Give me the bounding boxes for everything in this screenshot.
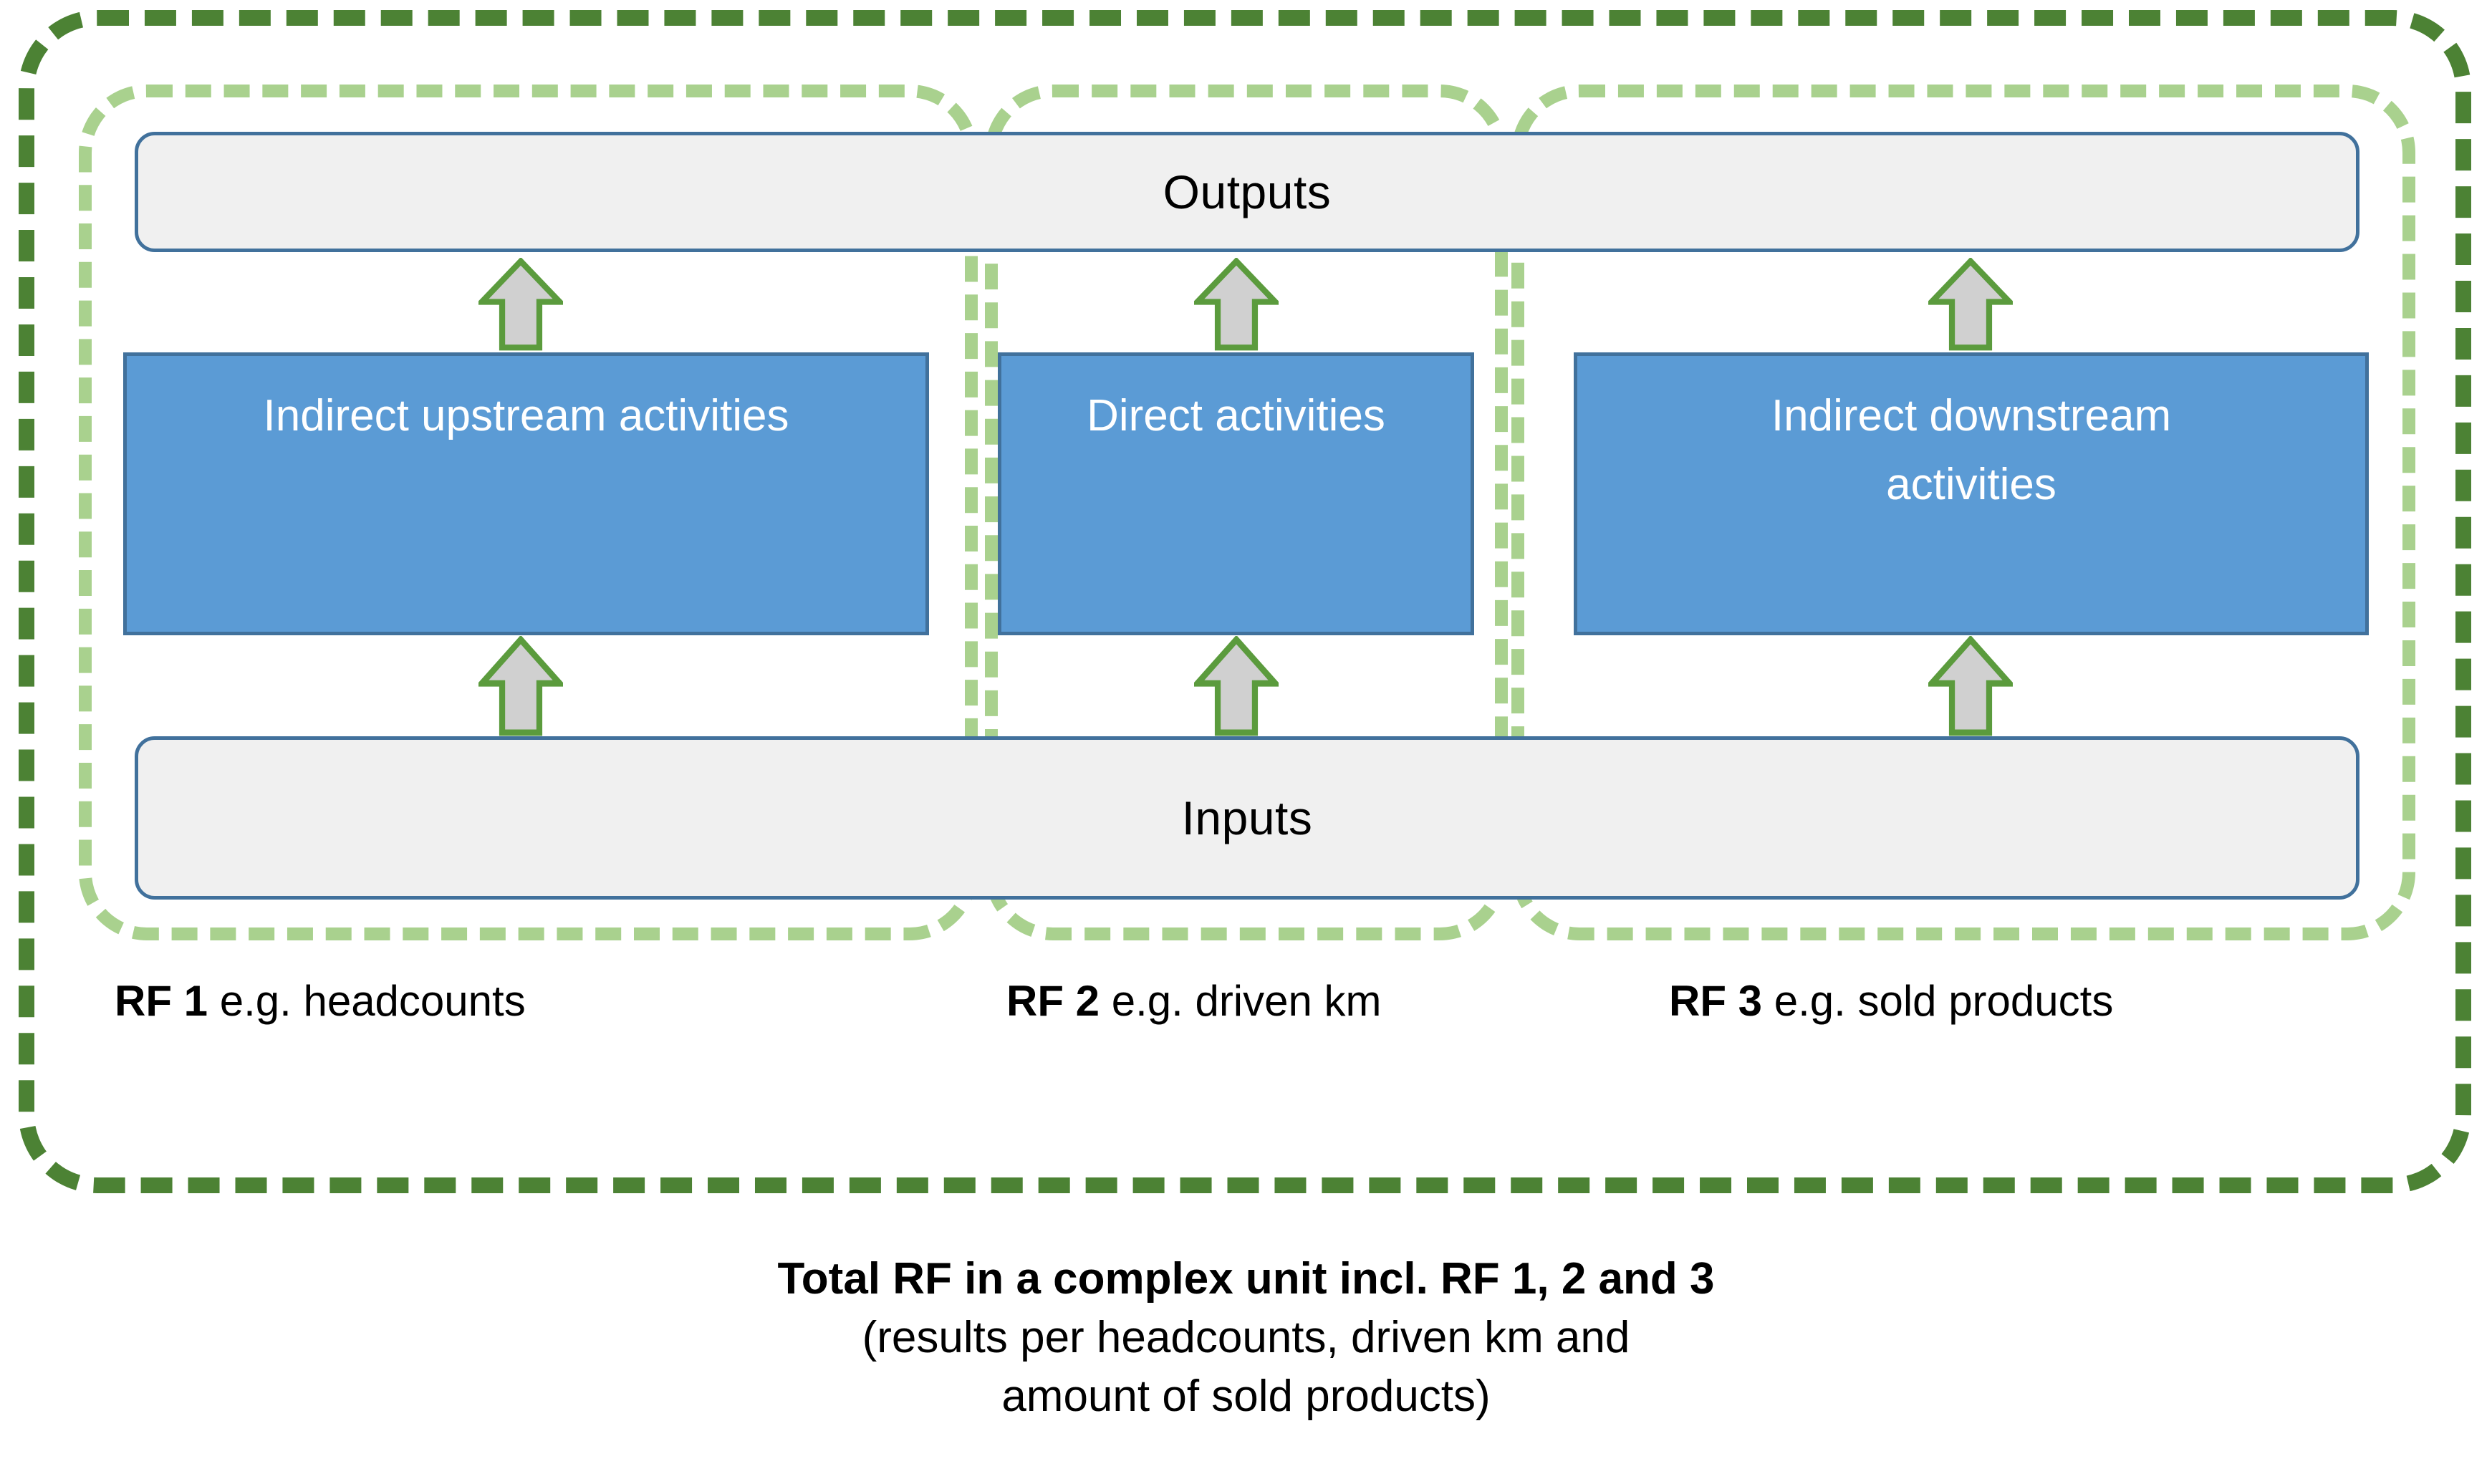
activity-label-indirect-downstream: Indirect downstream activities [1771, 391, 2172, 510]
up-arrow-icon-rf2-to-outputs [1194, 258, 1279, 351]
up-arrow-icon-inputs-to-rf1 [478, 636, 563, 736]
rf-caption-3: RF 3 e.g. sold products [1669, 980, 2113, 1023]
total-caption-line-3: amount of sold products) [1001, 1371, 1491, 1421]
total-rf-boundary [19, 10, 2471, 1193]
scope-boundary-rf1 [79, 85, 978, 940]
total-caption-line-1: Total RF in a complex unit incl. RF 1, 2… [777, 1254, 1715, 1304]
inputs-label: Inputs [1181, 791, 1313, 844]
activity-label-indirect-upstream: Indirect upstream activities [263, 391, 789, 440]
activity-box-indirect-downstream: Indirect downstream activities [1574, 352, 2369, 635]
scope-boundary-rf3 [1511, 85, 2415, 940]
outputs-band: Outputs [135, 132, 2359, 252]
inputs-band: Inputs [135, 736, 2359, 900]
rf-caption-3-value: e.g. sold products [1762, 977, 2114, 1025]
rf-caption-2: RF 2 e.g. driven km [1006, 980, 1382, 1023]
up-arrow-icon-inputs-to-rf2 [1194, 636, 1279, 736]
total-rf-caption: Total RF in a complex unit incl. RF 1, 2… [0, 1250, 2492, 1425]
up-arrow-icon-rf3-to-outputs [1928, 258, 2013, 351]
outputs-label: Outputs [1163, 165, 1332, 218]
activity-box-direct: Direct activities [998, 352, 1474, 635]
rf-caption-2-value: e.g. driven km [1100, 977, 1382, 1025]
up-arrow-icon-rf1-to-outputs [478, 258, 563, 351]
total-caption-line-2: (results per headcounts, driven km and [862, 1312, 1630, 1362]
activity-box-indirect-upstream: Indirect upstream activities [123, 352, 929, 635]
scope-boundary-rf2 [985, 85, 1508, 940]
rf-caption-1-value: e.g. headcounts [208, 977, 526, 1025]
rf-caption-2-key: RF 2 [1006, 977, 1100, 1025]
rf-caption-1: RF 1 e.g. headcounts [115, 980, 526, 1023]
activity-label-direct: Direct activities [1087, 391, 1385, 440]
up-arrow-icon-inputs-to-rf3 [1928, 636, 2013, 736]
rf-caption-3-key: RF 3 [1669, 977, 1763, 1025]
rf-caption-1-key: RF 1 [115, 977, 208, 1025]
